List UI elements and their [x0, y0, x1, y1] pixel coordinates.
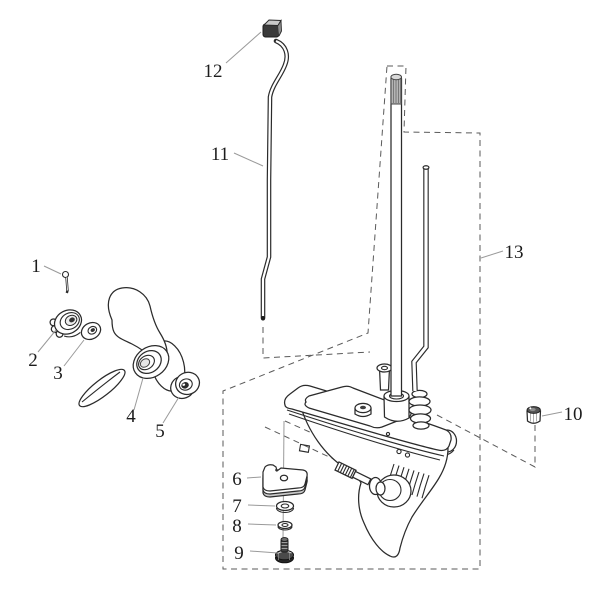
plate-screw-dot	[396, 448, 402, 455]
anode-dashed-leader-b	[264, 426, 341, 463]
leader-lines	[37, 31, 563, 554]
propeller-shaft	[334, 461, 386, 496]
callout-1: 1	[31, 256, 41, 277]
shift-rod-tip	[261, 316, 265, 321]
bushing	[526, 406, 542, 424]
anode-mount-stack	[262, 420, 308, 564]
driveshaft-splined-top	[390, 73, 403, 81]
callout-12: 12	[204, 61, 223, 82]
callout-2: 2	[28, 350, 38, 371]
anode-plate	[262, 464, 308, 498]
prop-washer	[80, 321, 102, 341]
callout-13: 13	[505, 242, 524, 263]
shift-rod-clip	[262, 18, 282, 38]
callout-10: 10	[564, 404, 583, 425]
vent-boss	[354, 402, 372, 418]
callouts: 1 2 3 4 5 6 7 8 9 10 11 12 13	[28, 61, 582, 564]
plate-screw-dot	[385, 431, 391, 437]
propeller	[78, 287, 186, 408]
callout-4: 4	[126, 406, 136, 427]
bushing-dashed-leader	[436, 414, 536, 468]
water-tube	[411, 165, 430, 392]
callout-5: 5	[155, 421, 165, 442]
propeller-nut	[49, 309, 83, 338]
callout-6: 6	[232, 469, 242, 490]
callout-3: 3	[53, 363, 63, 384]
shift-rod	[260, 18, 289, 321]
callout-8: 8	[232, 516, 242, 537]
plate-detail-rect	[298, 443, 311, 453]
gearcase-assembly	[283, 363, 458, 558]
driveshaft	[390, 73, 403, 397]
lock-washer	[277, 520, 293, 531]
cotter-pin	[61, 270, 70, 294]
water-tube-fitting	[408, 389, 432, 430]
callout-9: 9	[234, 543, 244, 564]
callout-11: 11	[211, 144, 229, 165]
callout-7: 7	[232, 496, 242, 517]
thrust-hub	[170, 371, 201, 400]
mount-bolt	[275, 537, 294, 564]
plate-screw-dot	[404, 452, 411, 458]
mount-washer	[275, 500, 295, 514]
shift-rod-boss	[376, 363, 393, 391]
shift-rod-dashed-leader	[262, 327, 371, 359]
